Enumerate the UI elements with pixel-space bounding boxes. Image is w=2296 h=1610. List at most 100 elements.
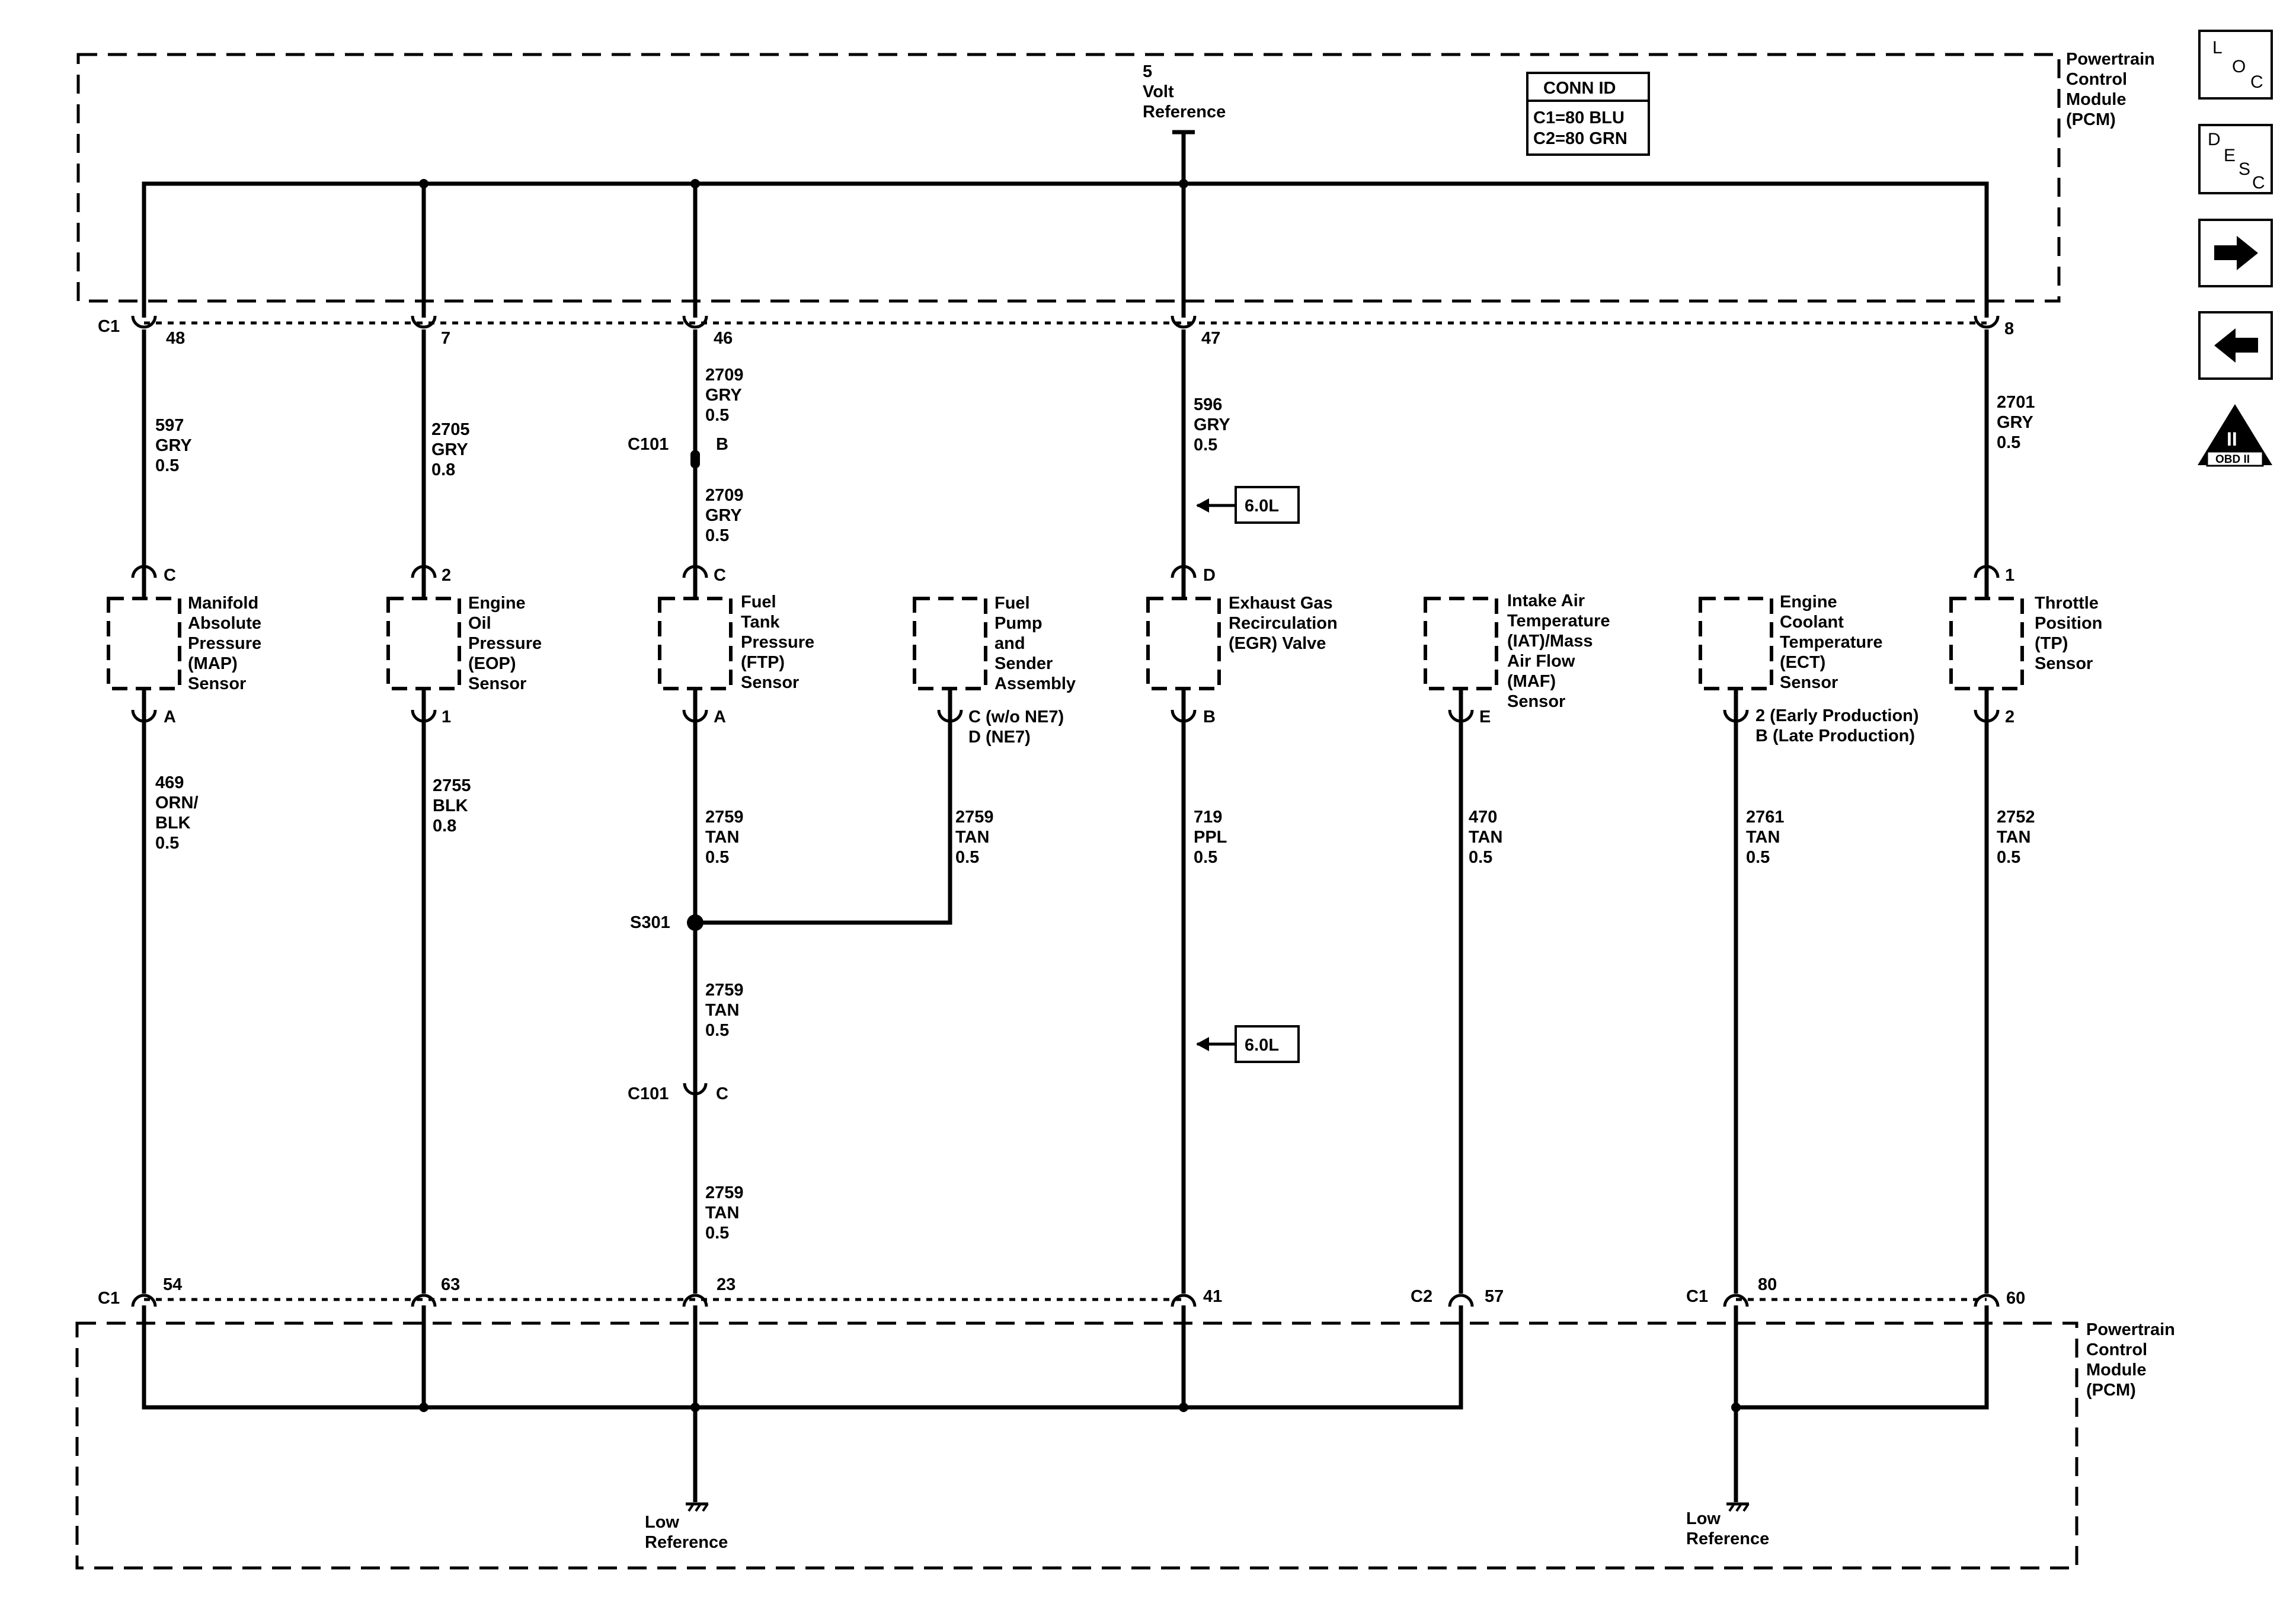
desc-button[interactable]: D E S C	[2198, 124, 2273, 194]
svg-text:Pressure: Pressure	[741, 633, 814, 652]
svg-text:(ECT): (ECT)	[1780, 653, 1825, 672]
svg-text:Recirculation: Recirculation	[1229, 614, 1338, 633]
svg-text:0.8: 0.8	[431, 460, 455, 479]
svg-text:O: O	[2232, 57, 2246, 76]
svg-text:D (NE7): D (NE7)	[968, 728, 1031, 747]
svg-text:Sensor: Sensor	[1507, 692, 1565, 711]
svg-text:Control: Control	[2086, 1340, 2147, 1359]
svg-text:Assembly: Assembly	[994, 674, 1076, 693]
svg-text:Pressure: Pressure	[468, 634, 542, 653]
svg-text:Sensor: Sensor	[741, 673, 799, 692]
svg-text:0.5: 0.5	[955, 848, 979, 867]
map-sensor	[107, 565, 181, 723]
svg-text:BLK: BLK	[433, 796, 468, 815]
egr-valve-label: Exhaust Gas Recirculation (EGR) Valve	[1229, 594, 1338, 653]
svg-text:Tank: Tank	[741, 613, 780, 632]
tp-top-wire-label: 2701 GRY 0.5	[1997, 393, 2035, 452]
pcm-top-terminals	[131, 315, 2000, 329]
svg-text:Engine: Engine	[468, 594, 526, 613]
ftp-sensor-bottom-pin: A	[714, 708, 726, 726]
svg-text:Manifold: Manifold	[188, 594, 258, 613]
c1-bottom-label: C1	[98, 1289, 120, 1308]
svg-text:2761: 2761	[1746, 808, 1785, 827]
reference-bus	[142, 181, 1989, 318]
svg-text:469: 469	[155, 773, 184, 792]
svg-text:TAN: TAN	[705, 1001, 739, 1020]
ect-sensor-bottom-pin: 2 (Early Production) B (Late Production)	[1755, 706, 1919, 745]
tp-pcm-top-pin: 8	[2004, 319, 2014, 338]
svg-text:Low: Low	[645, 1513, 679, 1532]
svg-text:C: C	[2250, 72, 2263, 92]
svg-text:Sensor: Sensor	[1780, 673, 1838, 692]
ect-sensor	[1699, 597, 1773, 723]
eop-sensor-bottom-pin: 1	[442, 708, 451, 726]
c101-bottom-pin: C	[716, 1084, 728, 1103]
reference-5v-label: 5 Volt Reference	[1143, 62, 1226, 121]
svg-text:719: 719	[1194, 808, 1222, 827]
reference-junction	[690, 179, 700, 188]
svg-text:0.5: 0.5	[1469, 848, 1492, 867]
low-reference-bus-2	[1734, 1305, 1989, 1410]
splice-s301-label: S301	[630, 913, 670, 932]
svg-text:Pressure: Pressure	[188, 634, 261, 653]
svg-text:2705: 2705	[431, 420, 470, 439]
ect-pcm-bottom-pin: 80	[1758, 1275, 1777, 1294]
conn-id-c1: C1=80 BLU	[1533, 108, 1625, 127]
c101-bottom-label: C101	[628, 1084, 669, 1103]
iat-bottom-wire-label: 470 TAN 0.5	[1469, 808, 1502, 867]
svg-text:Reference: Reference	[1686, 1529, 1769, 1548]
svg-text:Volt: Volt	[1143, 82, 1174, 101]
svg-text:Intake Air: Intake Air	[1507, 591, 1585, 610]
svg-text:Fuel: Fuel	[741, 593, 776, 612]
c1-top-label: C1	[98, 317, 120, 336]
svg-text:GRY: GRY	[1194, 415, 1230, 434]
svg-text:C (w/o NE7): C (w/o NE7)	[968, 708, 1064, 726]
map-sensor-label: Manifold Absolute Pressure (MAP) Sensor	[188, 594, 261, 693]
ftp-top-wire-label: 2709 GRY 0.5	[705, 366, 744, 425]
svg-text:TAN: TAN	[1746, 828, 1780, 847]
low-reference-bus-1	[142, 1305, 1463, 1410]
svg-text:Sensor: Sensor	[188, 674, 246, 693]
tp-sensor	[1949, 565, 2024, 723]
ftp-sensor	[658, 565, 733, 723]
svg-text:597: 597	[155, 416, 184, 435]
svg-text:GRY: GRY	[1997, 413, 2033, 432]
tp-bottom-wire-label: 2752 TAN 0.5	[1997, 808, 2035, 867]
loc-button[interactable]: L O C	[2198, 30, 2273, 100]
svg-text:Reference: Reference	[645, 1533, 728, 1552]
svg-text:Temperature: Temperature	[1507, 612, 1610, 630]
svg-text:0.5: 0.5	[1997, 433, 2020, 452]
egr-bottom-wire-label: 719 PPL 0.5	[1194, 808, 1227, 867]
conn-id-table: CONN ID C1=80 BLU C2=80 GRN	[1526, 72, 1650, 156]
tp-sensor-label: Throttle Position (TP) Sensor	[2035, 594, 2102, 673]
egr-valve-bottom-pin: B	[1203, 708, 1216, 726]
svg-text:Module: Module	[2066, 90, 2126, 109]
eop-top-wire-label: 2705 GRY 0.8	[431, 420, 470, 479]
low-reference-junction	[419, 1403, 428, 1412]
svg-text:PPL: PPL	[1194, 828, 1227, 847]
pcm-bottom-terminals	[131, 1294, 2000, 1307]
tp-pcm-bottom-pin: 60	[2006, 1289, 2025, 1308]
iat-maf-sensor-label: Intake Air Temperature (IAT)/Mass Air Fl…	[1507, 591, 1610, 711]
svg-text:0.5: 0.5	[705, 1224, 729, 1243]
svg-text:Absolute: Absolute	[188, 614, 261, 633]
ftp-sensor-label: Fuel Tank Pressure (FTP) Sensor	[741, 593, 814, 692]
svg-text:Fuel: Fuel	[994, 594, 1030, 613]
svg-text:0.5: 0.5	[1746, 848, 1770, 867]
svg-text:TAN: TAN	[1469, 828, 1502, 847]
ftp-bottom-wire-label-3: 2759 TAN 0.5	[705, 1183, 744, 1243]
ftp-mid-wire-label: 2709 GRY 0.5	[705, 486, 744, 545]
ftp-pcm-bottom-pin: 23	[717, 1275, 736, 1294]
svg-text:0.5: 0.5	[705, 526, 729, 545]
ftp-sensor-top-pin: C	[714, 566, 726, 585]
svg-text:2701: 2701	[1997, 393, 2035, 412]
svg-text:ORN/: ORN/	[155, 793, 199, 812]
arrow-right-icon[interactable]	[2198, 219, 2273, 287]
svg-text:0.5: 0.5	[155, 834, 179, 853]
c2-bottom-label: C2	[1411, 1287, 1432, 1306]
svg-text:Reference: Reference	[1143, 103, 1226, 121]
obd-ii-icon: II OBD II	[2198, 404, 2272, 467]
arrow-left-icon[interactable]	[2198, 311, 2273, 380]
svg-text:Air Flow: Air Flow	[1507, 652, 1575, 671]
svg-text:0.5: 0.5	[1997, 848, 2020, 867]
